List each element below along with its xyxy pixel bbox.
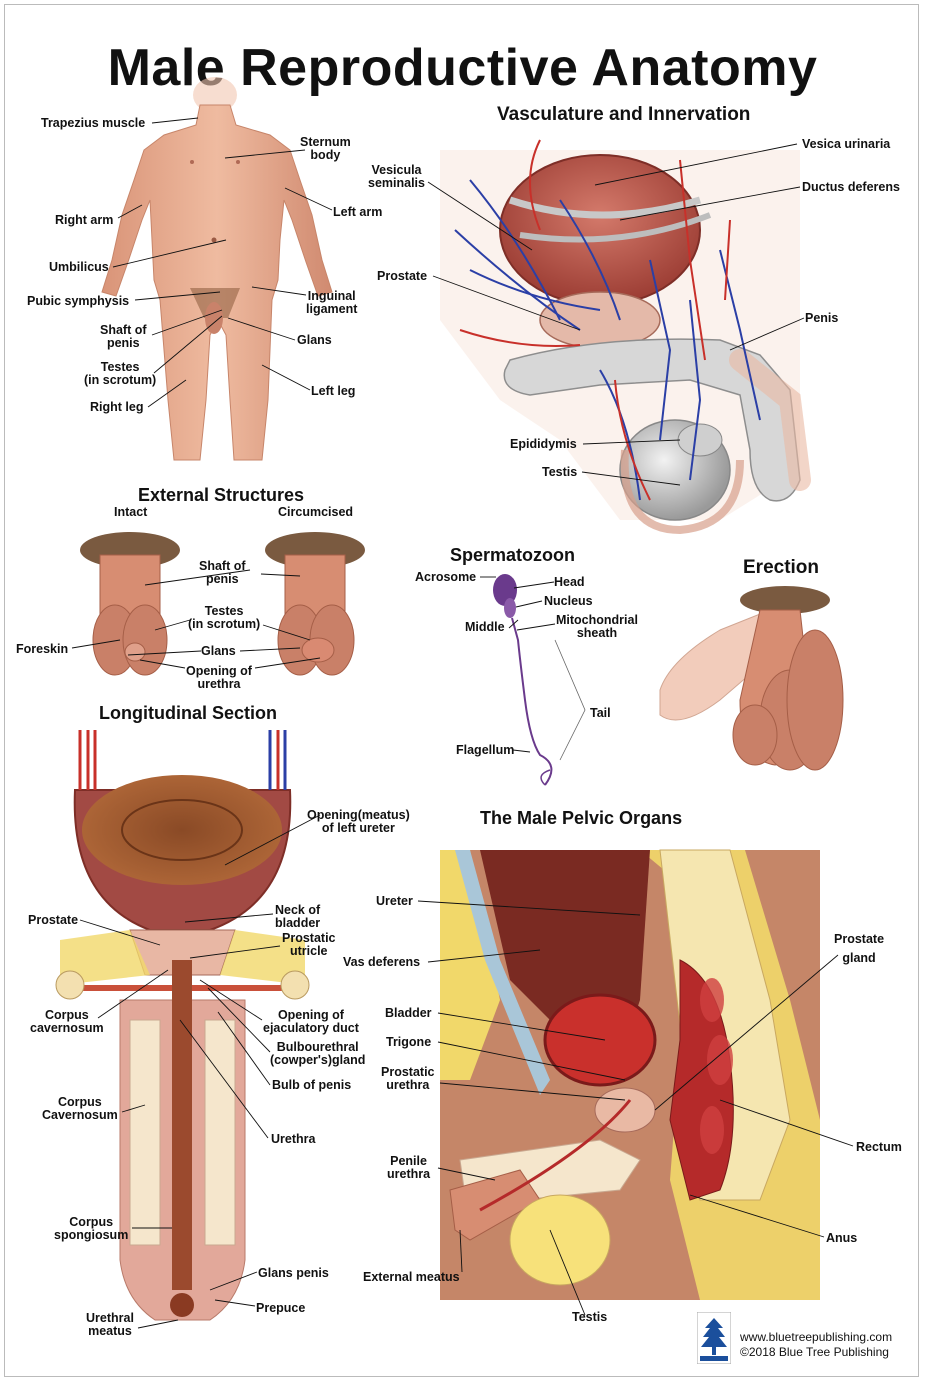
- label-shaft: Shaft of penis: [100, 323, 147, 350]
- label-penile-urethra: Penile urethra: [387, 1154, 431, 1181]
- pelvic-organs-illustration: [440, 849, 820, 1300]
- label-head: Head: [554, 575, 585, 589]
- label-right-leg: Right leg: [90, 400, 144, 414]
- label-urethral-meatus: Urethral meatus: [86, 1311, 134, 1338]
- label-pubic-symphysis: Pubic symphysis: [27, 294, 130, 308]
- vasculature-illustration: [440, 139, 811, 535]
- label-utricle: Prostatic utricle: [282, 931, 336, 958]
- label-external-meatus: External meatus: [363, 1270, 460, 1284]
- label-anus: Anus: [826, 1231, 858, 1245]
- label-middle: Middle: [465, 620, 505, 634]
- longitudinal-section-title: Longitudinal Section: [99, 703, 277, 723]
- label-spongiosum: Corpus spongiosum: [54, 1215, 129, 1242]
- label-foreskin: Foreskin: [16, 642, 69, 656]
- publisher-info: www.bluetreepublishing.com ©2018 Blue Tr…: [740, 1330, 892, 1360]
- label-bulb: Bulb of penis: [272, 1078, 352, 1092]
- publisher-copyright: ©2018 Blue Tree Publishing: [740, 1345, 889, 1359]
- label-ext-opening: Opening of urethra: [186, 664, 252, 691]
- label-corpus-cav1: Corpus cavernosum: [30, 1008, 104, 1035]
- erection-illustration: [659, 586, 844, 771]
- external-structures-illustration: [80, 532, 365, 676]
- label-umbilicus: Umbilicus: [49, 260, 109, 274]
- longitudinal-section-illustration: [55, 730, 310, 1321]
- label-tail: Tail: [590, 706, 611, 720]
- label-bulbo: Bulbourethral (cowper's)gland: [270, 1040, 366, 1067]
- label-urethra: Urethra: [271, 1132, 316, 1146]
- leader-lines: [71, 117, 854, 1329]
- label-epididymis: Epididymis: [510, 437, 577, 451]
- label-ductus: Ductus deferens: [802, 180, 900, 194]
- erection-title: Erection: [743, 557, 820, 578]
- publisher-logo: [697, 1312, 731, 1364]
- label-mito: Mitochondrial sheath: [556, 613, 638, 640]
- label-bladder: Bladder: [385, 1006, 432, 1020]
- label-ejac: Opening of ejaculatory duct: [263, 1008, 359, 1035]
- spermatozoon-illustration: [493, 574, 586, 786]
- label-testes: Testes (in scrotum): [84, 360, 157, 387]
- publisher-url[interactable]: www.bluetreepublishing.com: [740, 1330, 893, 1344]
- label-inguinal: Inguinal ligament: [306, 289, 358, 316]
- label-right-arm: Right arm: [55, 213, 114, 227]
- vasculature-title: Vasculature and Innervation: [497, 104, 751, 125]
- label-vesicula: Vesicula seminalis: [368, 163, 425, 190]
- label-circumcised: Circumcised: [278, 505, 354, 519]
- pelvic-organs-title: The Male Pelvic Organs: [480, 808, 683, 828]
- label-rectum: Rectum: [856, 1140, 902, 1154]
- label-ureter: Ureter: [376, 894, 413, 908]
- label-ext-shaft: Shaft of penis: [199, 559, 246, 586]
- human-figure: [101, 77, 333, 461]
- label-vasc-prostate: Prostate: [377, 269, 428, 283]
- label-ext-testes: Testes (in scrotum): [188, 604, 261, 631]
- label-prostatic-urethra: Prostatic urethra: [381, 1065, 435, 1092]
- label-acrosome: Acrosome: [415, 570, 477, 584]
- label-meatus-ureter: Opening(meatus) of left ureter: [307, 808, 410, 835]
- external-structures-title: External Structures: [138, 485, 305, 505]
- label-glans: Glans: [297, 333, 332, 347]
- label-nucleus: Nucleus: [544, 594, 593, 608]
- label-prepuce: Prepuce: [256, 1301, 306, 1315]
- label-sternum: Sternum body: [300, 135, 351, 162]
- label-trapezius: Trapezius muscle: [41, 116, 146, 130]
- label-ext-glans: Glans: [201, 644, 236, 658]
- label-long-prostate: Prostate: [28, 913, 79, 927]
- label-vasc-penis: Penis: [805, 311, 839, 325]
- poster-frame: [4, 4, 919, 1377]
- label-vasc-testis: Testis: [542, 465, 578, 479]
- label-vas-deferens: Vas deferens: [343, 955, 421, 969]
- label-intact: Intact: [114, 505, 148, 519]
- label-pelvic-testis: Testis: [572, 1310, 608, 1324]
- spermatozoon-title: Spermatozoon: [450, 545, 576, 565]
- label-vesica: Vesica urinaria: [802, 137, 891, 151]
- label-corpus-cav2: Corpus Cavernosum: [42, 1095, 118, 1122]
- label-prostate-gland: Prostate gland: [834, 932, 885, 965]
- label-trigone: Trigone: [386, 1035, 432, 1049]
- label-flagellum: Flagellum: [456, 743, 515, 757]
- label-left-arm: Left arm: [333, 205, 383, 219]
- label-glans-penis: Glans penis: [258, 1266, 329, 1280]
- label-neck: Neck of bladder: [275, 903, 321, 930]
- label-left-leg: Left leg: [311, 384, 356, 398]
